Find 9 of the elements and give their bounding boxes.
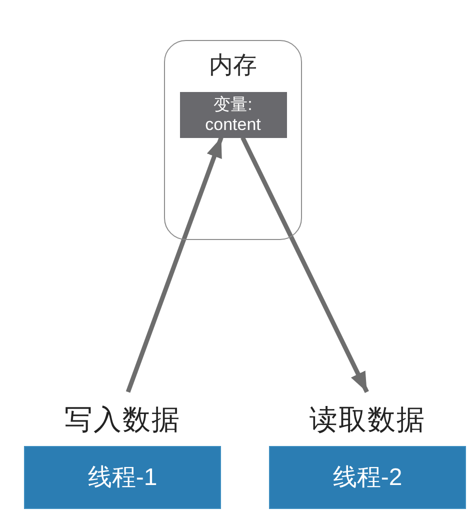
action-label: 读取数据: [308, 403, 426, 437]
thread-box: 线程-2: [269, 446, 466, 509]
memory-box: [164, 40, 302, 240]
thread-box: 线程-1: [24, 446, 221, 509]
variable-box: 变量: content: [180, 92, 286, 138]
action-label: 写入数据: [64, 403, 182, 437]
arrow: [126, 136, 224, 393]
box-title: 内存: [208, 51, 258, 81]
arrow: [240, 136, 369, 393]
